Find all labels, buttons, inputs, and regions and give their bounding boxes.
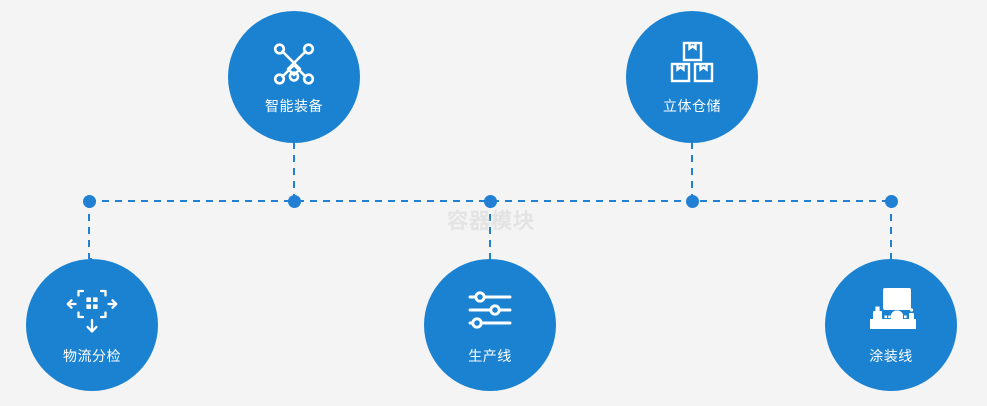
node-label-logistics-sorting: 物流分检 <box>63 349 121 366</box>
node-label-stereoscopic-warehouse: 立体仓储 <box>663 99 721 116</box>
backbone-dot-production-line[interactable] <box>483 194 497 208</box>
watermark-label: 容器模块 <box>447 209 535 233</box>
node-painting-line[interactable]: 涂装线 <box>825 259 957 391</box>
backbone-dot-painting-line[interactable] <box>884 194 898 208</box>
backbone-dot-stereoscopic-warehouse[interactable] <box>685 194 699 208</box>
factory-monitor-icon <box>870 288 916 330</box>
network-nodes-icon <box>273 43 315 85</box>
node-intelligent-equipment[interactable]: 智能装备 <box>228 11 360 143</box>
backbone-dot-intelligent-equipment[interactable] <box>287 194 301 208</box>
node-production-line[interactable]: 生产线 <box>424 259 556 391</box>
sliders-icon <box>468 291 512 329</box>
node-logistics-sorting[interactable]: 物流分检 <box>26 259 158 391</box>
node-label-painting-line: 涂装线 <box>869 349 913 366</box>
node-stereoscopic-warehouse[interactable]: 立体仓储 <box>626 11 758 143</box>
stacked-boxes-icon <box>670 42 714 83</box>
node-label-production-line: 生产线 <box>468 349 512 366</box>
backbone-dot-logistics-sorting[interactable] <box>82 194 96 208</box>
node-label-intelligent-equipment: 智能装备 <box>265 99 323 116</box>
sorting-arrows-icon <box>66 290 118 333</box>
